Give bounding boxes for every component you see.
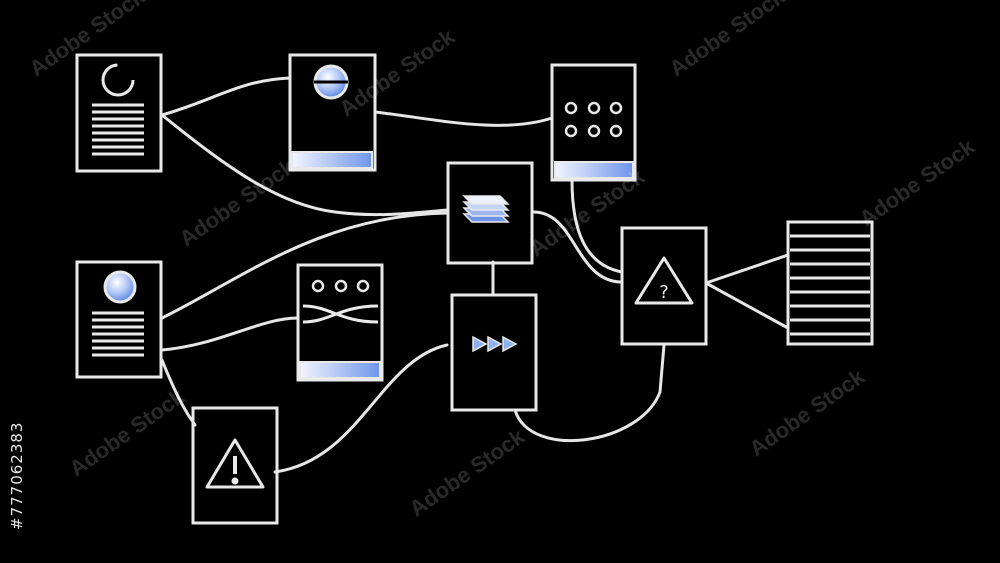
dots-card — [550, 63, 637, 182]
connector-doc-bottom-to-warning — [160, 358, 197, 427]
connector-play-to-question — [513, 343, 666, 443]
connector-doc-top-to-stack — [160, 113, 450, 217]
list-output-card — [786, 220, 874, 346]
connector-doc-top-to-disc — [160, 76, 292, 117]
text-lines-icon — [92, 311, 144, 357]
warning-triangle-icon — [205, 438, 265, 489]
profile-circle-icon — [101, 63, 135, 97]
list-lines-icon — [790, 234, 870, 336]
six-dots-icon — [564, 101, 623, 138]
doc-bottom-card — [75, 260, 163, 379]
stack-icon — [462, 195, 510, 223]
connector-warning-to-play — [273, 343, 449, 474]
warning-triangle-icon — [634, 256, 694, 305]
connector-dots-to-question — [570, 178, 624, 274]
stack-card — [446, 161, 534, 265]
question-card: ? — [620, 226, 708, 346]
warning-card — [191, 406, 279, 525]
three-dots-icon — [311, 279, 370, 293]
disc-card — [288, 53, 377, 172]
doc-top-card — [75, 53, 163, 173]
connector-question-to-list-upper — [704, 253, 790, 285]
connector-doc-bottom-to-exchange — [160, 316, 300, 352]
progress-bar — [299, 361, 381, 379]
stock-id-label: #777062383 — [8, 421, 26, 530]
connector-doc-bottom-to-stack — [160, 211, 450, 320]
connector-stack-to-question — [530, 210, 622, 284]
connector-disc-to-dots — [373, 110, 554, 127]
connector-question-to-list-lower — [704, 281, 790, 330]
fast-forward-icon — [472, 335, 518, 353]
play-card — [450, 293, 538, 412]
exchange-card — [296, 263, 384, 382]
progress-bar — [554, 161, 634, 179]
progress-bar — [291, 151, 373, 169]
question-mark-icon: ? — [659, 282, 669, 303]
profile-ball-icon — [103, 270, 137, 304]
connectors — [160, 76, 790, 474]
exchange-icon — [302, 304, 379, 324]
text-lines-icon — [92, 103, 144, 156]
